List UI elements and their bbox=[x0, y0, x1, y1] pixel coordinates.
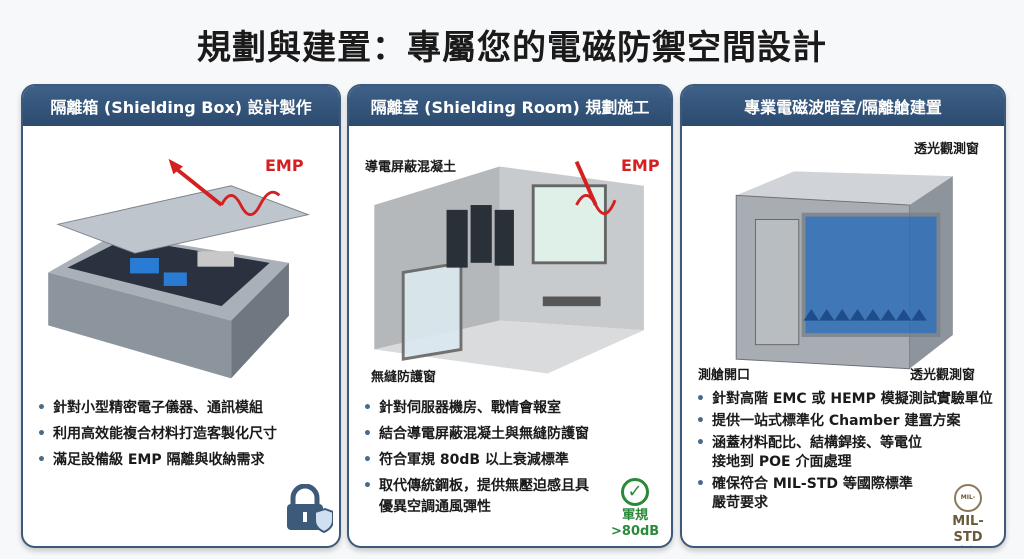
card-anechoic-chamber: 專業電磁波暗室/隔離艙建置 透光觀測窗 測艙開口 透光觀測窗 針對高階 EMC … bbox=[680, 84, 1006, 548]
list-item: 針對伺服器機房、戰情會報室 bbox=[363, 398, 661, 419]
card-header: 隔離箱 (Shielding Box) 設計製作 bbox=[23, 86, 339, 126]
shielding-room-illustration bbox=[349, 128, 671, 388]
label-conductive-concrete: 導電屏蔽混凝土 bbox=[365, 160, 457, 175]
list-item: 提供一站式標準化 Chamber 建置方案 bbox=[696, 412, 994, 431]
emp-label: EMP bbox=[265, 156, 304, 175]
mil-std-seal-icon: MIL-STD bbox=[954, 484, 982, 512]
feature-list: 針對伺服器機房、戰情會報室 結合導電屏蔽混凝土與無縫防護窗 符合軍規 80dB … bbox=[363, 398, 661, 523]
anechoic-chamber-illustration bbox=[682, 128, 1004, 388]
feature-list: 針對高階 EMC 或 HEMP 模擬測試實驗單位 提供一站式標準化 Chambe… bbox=[696, 390, 994, 516]
list-item: 利用高效能複合材料打造客製化尺寸 bbox=[37, 424, 329, 445]
list-item: 確保符合 MIL-STD 等國際標準嚴苛要求 bbox=[696, 475, 994, 513]
military-badge: ✓ 軍規 >80dB bbox=[611, 478, 659, 540]
card-shielding-box: 隔離箱 (Shielding Box) 設計製作 EMP 針對小型精密電子儀器、… bbox=[21, 84, 341, 548]
lock-shield-icon bbox=[285, 483, 334, 538]
list-item: 滿足設備級 EMP 隔離與收納需求 bbox=[37, 450, 329, 471]
list-item: 涵蓋材料配比、結構銲接、等電位接地到 POE 介面處理 bbox=[696, 434, 994, 472]
card-shielding-room: 隔離室 (Shielding Room) 規劃施工 導電屏蔽混凝土 EMP 無縫… bbox=[347, 84, 673, 548]
check-icon: ✓ bbox=[621, 478, 650, 506]
card-header: 專業電磁波暗室/隔離艙建置 bbox=[682, 86, 1004, 126]
list-item: 針對高階 EMC 或 HEMP 模擬測試實驗單位 bbox=[696, 390, 994, 409]
list-item: 針對小型精密電子儀器、通訊模組 bbox=[37, 398, 329, 419]
label-observation-window-top: 透光觀測窗 bbox=[914, 142, 980, 157]
mil-std-badge: MIL-STD MIL-STD 合規 bbox=[938, 484, 998, 546]
list-item: 符合軍規 80dB 以上衰減標準 bbox=[363, 450, 661, 471]
emp-label: EMP bbox=[621, 156, 660, 175]
list-item: 結合導電屏蔽混凝土與無縫防護窗 bbox=[363, 424, 661, 445]
feature-list: 針對小型精密電子儀器、通訊模組 利用高效能複合材料打造客製化尺寸 滿足設備級 E… bbox=[37, 398, 329, 476]
label-chamber-opening: 測艙開口 bbox=[698, 368, 751, 383]
shielding-box-illustration bbox=[23, 128, 339, 388]
page-title: 規劃與建置：專屬您的電磁防禦空間設計 bbox=[197, 28, 827, 68]
list-item: 取代傳統鋼板，提供無壓迫感且具優異空調通風彈性 bbox=[363, 476, 661, 518]
label-observation-window: 透光觀測窗 bbox=[910, 368, 976, 383]
card-header: 隔離室 (Shielding Room) 規劃施工 bbox=[349, 86, 671, 126]
label-seamless-window: 無縫防護窗 bbox=[371, 370, 437, 385]
